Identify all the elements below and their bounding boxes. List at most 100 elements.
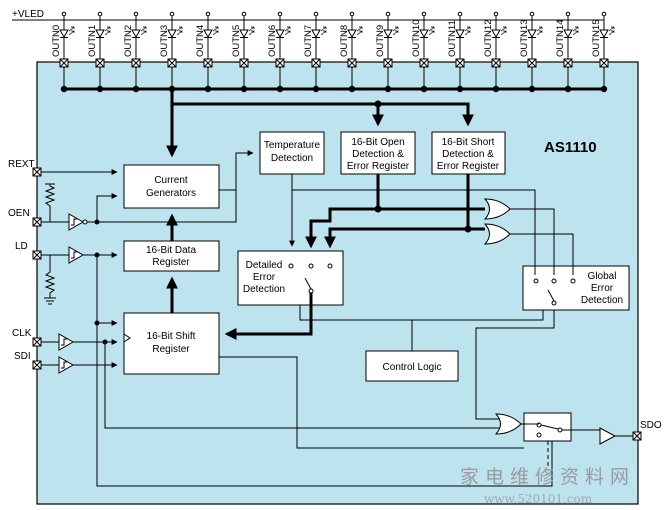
output-label-5: OUTN5 xyxy=(231,25,242,57)
led-channel-7: OUTN7 xyxy=(303,11,327,93)
watermark-chars: 家电维修资料网 xyxy=(460,466,635,488)
output-label-15: OUTN15 xyxy=(591,20,602,57)
led-channel-13: OUTN13 xyxy=(519,11,543,93)
pin-sdi: SDI xyxy=(14,351,42,370)
bus-to-short-detection xyxy=(172,102,474,127)
led-13-icon xyxy=(527,29,537,39)
temperature-detection-line2: Detection xyxy=(271,153,313,164)
led-15-icon xyxy=(599,29,609,39)
output-label-3: OUTN3 xyxy=(159,25,170,57)
temperature-detection-block: Temperature Detection xyxy=(259,131,325,175)
led-10-icon xyxy=(419,29,429,39)
wire-oen-to-current xyxy=(96,193,118,222)
global-error-line3: Detection xyxy=(581,295,623,306)
wire-shift-out-to-mux xyxy=(219,356,524,449)
ld-pulldown-resistor xyxy=(44,255,56,305)
detailed-error-line2: Error xyxy=(253,272,276,283)
wire-oen-to-temp xyxy=(87,190,237,223)
supply-label: +VLED xyxy=(12,9,44,20)
output-label-4: OUTN4 xyxy=(195,25,206,57)
led-3-icon xyxy=(167,29,177,39)
detailed-error-detection-block: Detailed Error Detection xyxy=(237,250,344,306)
bus-to-detailed-mid xyxy=(305,207,378,249)
short-detection-line1: 16-Bit Short xyxy=(442,137,495,148)
output-label-7: OUTN7 xyxy=(303,25,314,57)
led-0-icon xyxy=(59,29,69,39)
temperature-detection-line1: Temperature xyxy=(264,140,321,151)
output-label-9: OUTN9 xyxy=(375,25,386,57)
wire-control-to-global xyxy=(412,310,544,321)
watermark-url: www.520101.com xyxy=(484,492,593,506)
shift-register-line2: Register xyxy=(152,344,190,355)
global-error-line2: Error xyxy=(591,283,614,294)
output-label-1: OUTN1 xyxy=(87,25,98,57)
chip-name: AS1110 xyxy=(544,139,597,156)
output-label-13: OUTN13 xyxy=(519,20,530,57)
wire-or-lower-to-global xyxy=(510,233,574,275)
led-6-icon xyxy=(275,29,285,39)
led-2-icon xyxy=(131,29,141,39)
global-error-detection-block: Global Error Detection xyxy=(522,265,630,311)
led-12-icon xyxy=(491,29,501,39)
data-register-block: 16-Bit Data Register xyxy=(123,240,220,272)
led-channel-10: OUTN10 xyxy=(411,11,435,93)
led-4-icon xyxy=(203,29,213,39)
wire-control-to-detailed xyxy=(299,305,413,351)
short-detection-block: 16-Bit Short Detection & Error Register xyxy=(431,131,506,175)
wire-clk-to-gate xyxy=(104,342,500,429)
led-channel-14: OUTN14 xyxy=(555,11,579,93)
bus-detailed-to-shift xyxy=(224,293,313,340)
short-detection-line2: Detection & xyxy=(442,149,494,160)
pin-clk: CLK xyxy=(12,328,42,347)
pin-rext-label: REXT xyxy=(8,159,35,170)
detailed-error-line3: Detection xyxy=(243,284,285,295)
pin-sdi-label: SDI xyxy=(14,351,31,362)
or-gate-output xyxy=(494,413,522,435)
pin-ld-label: LD xyxy=(15,241,28,252)
or-gate-upper xyxy=(483,198,511,220)
led-channel-0: OUTN0 xyxy=(51,11,75,93)
output-label-14: OUTN14 xyxy=(555,20,566,57)
data-register-line1: 16-Bit Data xyxy=(146,245,196,256)
shift-register-block: 16-Bit Shift Register xyxy=(123,312,220,375)
or-gate-lower xyxy=(483,223,511,245)
led-channel-5: OUTN5 xyxy=(231,11,255,93)
output-mux-block xyxy=(523,412,572,442)
pin-oen-label: OEN xyxy=(8,208,30,219)
global-error-line1: Global xyxy=(588,271,617,282)
current-generators-line1: Current xyxy=(154,175,188,186)
output-label-12: OUTN12 xyxy=(483,20,494,57)
output-label-8: OUTN8 xyxy=(339,25,350,57)
led-7-icon xyxy=(311,29,321,39)
oen-pullup-resistor xyxy=(44,183,56,222)
led-8-icon xyxy=(347,29,357,39)
led-channel-8: OUTN8 xyxy=(339,11,363,93)
pin-rext: REXT xyxy=(8,159,42,177)
wire-or-upper-to-global xyxy=(510,208,555,275)
pin-sdo-label: SDO xyxy=(640,420,662,431)
led-channel-12: OUTN12 xyxy=(483,11,507,93)
led-channel-6: OUTN6 xyxy=(267,11,291,93)
sdo-output-buffer xyxy=(599,427,617,445)
wire-ld-to-mux xyxy=(96,323,553,487)
output-label-10: OUTN10 xyxy=(411,20,422,57)
pin-clk-label: CLK xyxy=(12,328,32,339)
pin-oen: OEN xyxy=(8,208,42,227)
control-logic-block: Control Logic xyxy=(365,350,459,382)
led-1-icon xyxy=(95,29,105,39)
current-generators-block: Current Generators xyxy=(123,164,220,209)
led-channel-11: OUTN11 xyxy=(447,11,471,93)
led-channel-9: OUTN9 xyxy=(375,11,399,93)
led-14-icon xyxy=(563,29,573,39)
detailed-error-line1: Detailed xyxy=(246,260,283,271)
current-generators-line2: Generators xyxy=(146,188,196,199)
led-channel-15: OUTN15 xyxy=(591,11,615,93)
led-channel-4: OUTN4 xyxy=(195,11,219,93)
output-label-0: OUTN0 xyxy=(51,25,62,57)
shift-register-line1: 16-Bit Shift xyxy=(147,331,196,342)
led-11-icon xyxy=(455,29,465,39)
led-9-icon xyxy=(383,29,393,39)
led-channel-3: OUTN3 xyxy=(159,11,183,93)
